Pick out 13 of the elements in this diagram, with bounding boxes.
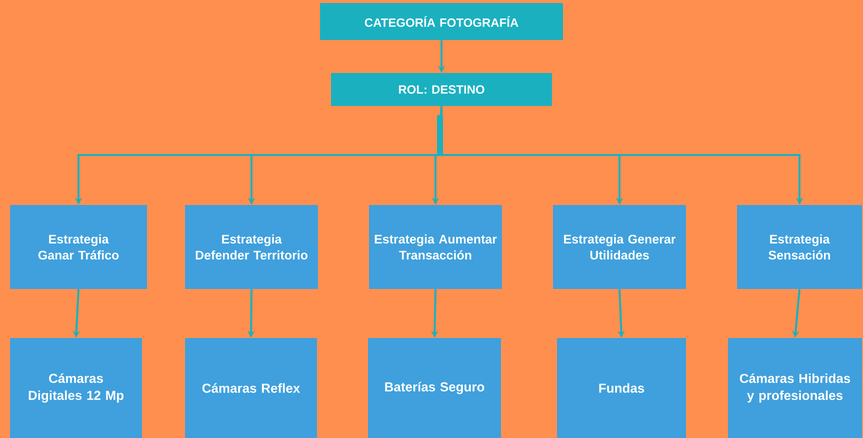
category-box: ROL: DESTINO [331, 73, 552, 106]
strategy-box: Estrategia Generar Utilidades [553, 204, 686, 289]
strategy-box: Estrategia Ganar Tráfico [10, 204, 147, 289]
category-box: CATEGORÍA FOTOGRAFÍA [320, 3, 563, 40]
strategy-box: Estrategia Sensación [737, 204, 862, 289]
product-box: Cámaras Hibridas y profesionales [728, 338, 862, 438]
product-box: Cámaras Digitales 12 Mp [10, 338, 142, 438]
product-box: Fundas [557, 338, 686, 438]
product-box: Cámaras Reflex [185, 338, 317, 438]
product-box: Baterías Seguro [368, 338, 501, 438]
connector-trunk [437, 115, 443, 155]
strategy-box: Estrategia Defender Territorio [185, 204, 318, 289]
strategy-box: Estrategia Aumentar Transacción [369, 204, 502, 289]
